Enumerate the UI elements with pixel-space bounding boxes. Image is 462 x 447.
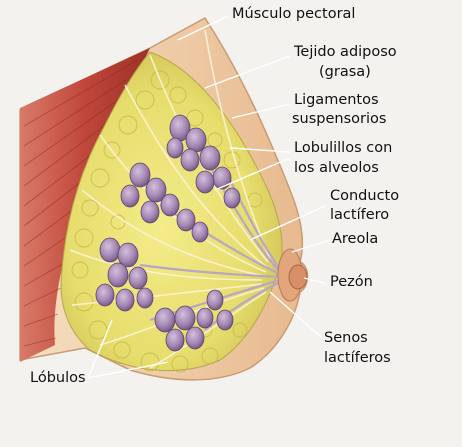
pectoral-muscle <box>20 48 150 362</box>
label-lobes: Lóbulos <box>30 370 86 386</box>
lobules <box>95 114 241 352</box>
label-pectoral-muscle: Músculo pectoral <box>232 6 356 22</box>
label-lobules-alveoli: Lobulillos con <box>294 140 393 156</box>
label-suspensory-ligaments-sub: suspensorios <box>292 111 387 127</box>
label-lobules-alveoli-sub: los alveolos <box>294 160 379 176</box>
label-lactiferous-duct: Conducto <box>330 188 400 204</box>
label-lactiferous-duct-sub: lactífero <box>330 207 390 223</box>
label-adipose-tissue: Tejido adiposo <box>294 44 397 60</box>
label-areola: Areola <box>332 231 379 247</box>
leader-lines <box>87 15 331 379</box>
label-nipple: Pezón <box>330 274 373 290</box>
label-lactiferous-sinuses: Senos <box>324 330 368 346</box>
nipple-shape <box>288 264 308 290</box>
label-lactiferous-sinuses-sub: lactíferos <box>324 350 391 366</box>
label-suspensory-ligaments: Ligamentos <box>294 92 379 108</box>
label-adipose-tissue-sub: (grasa) <box>319 64 371 80</box>
